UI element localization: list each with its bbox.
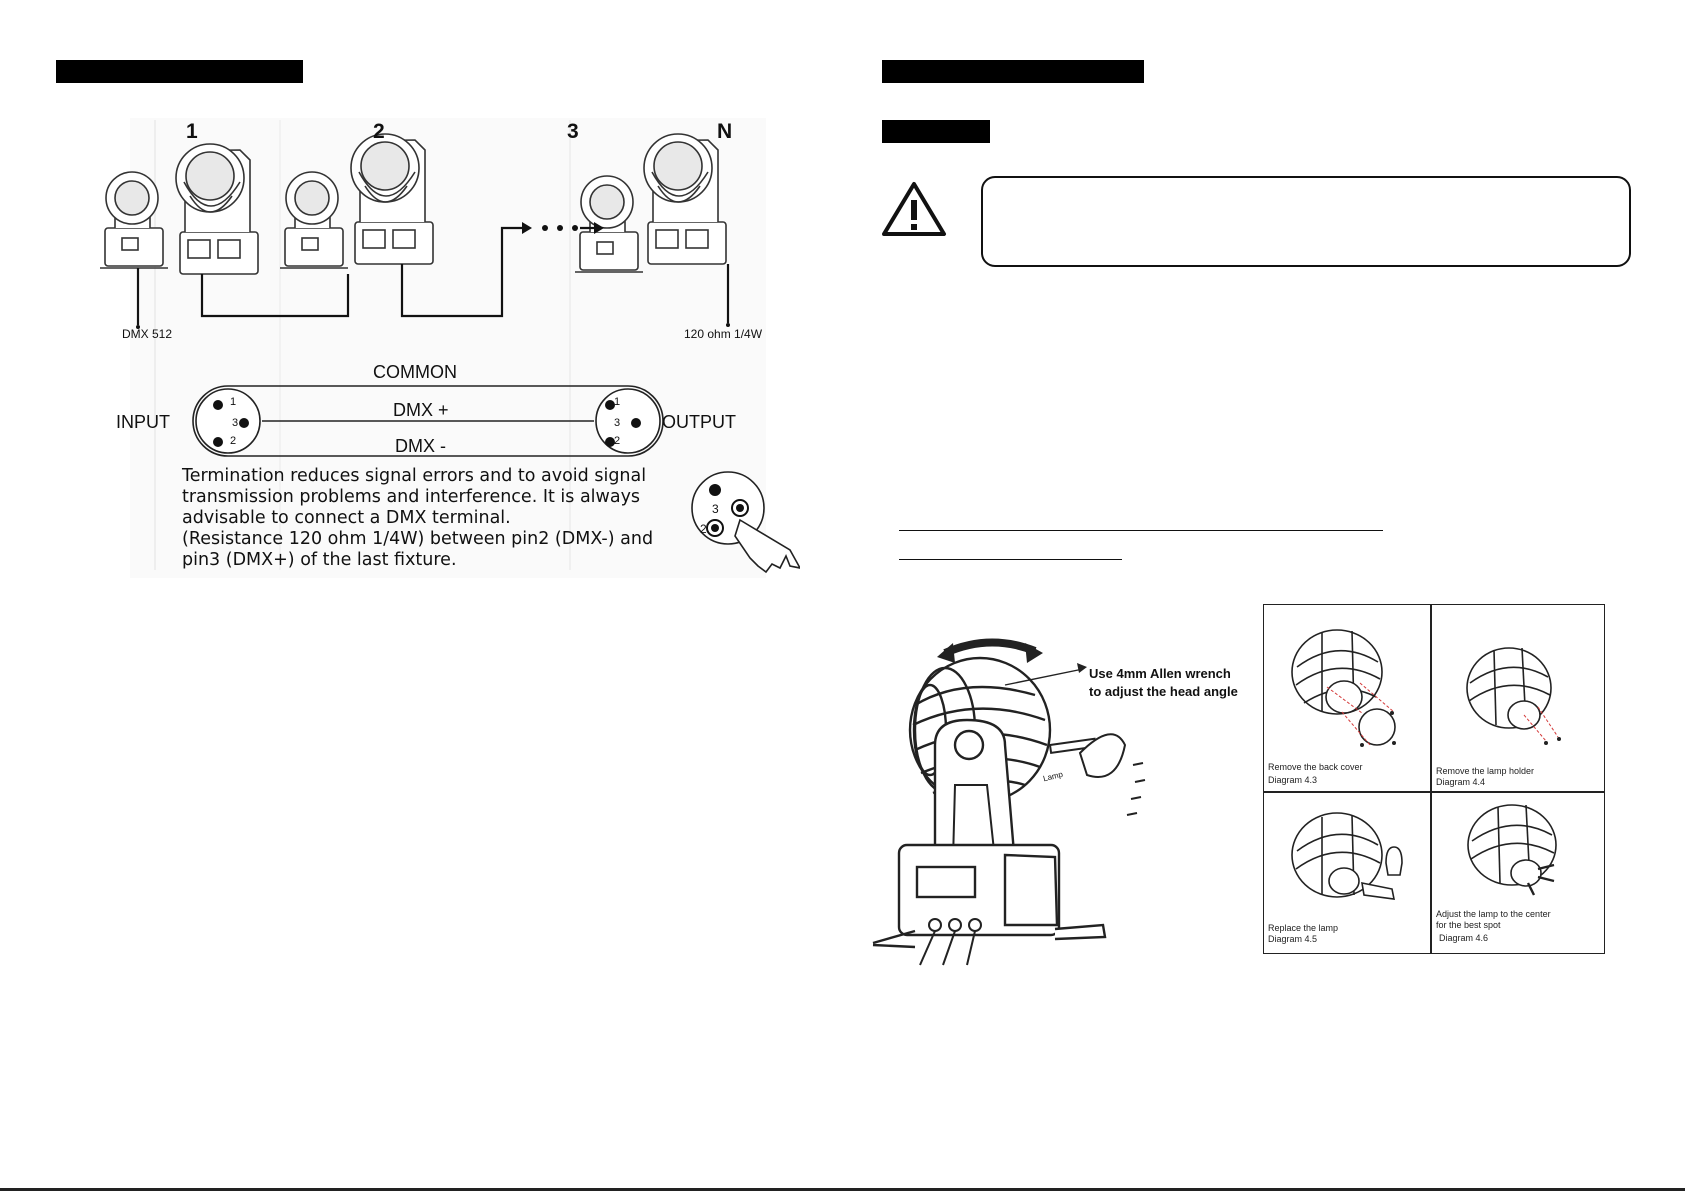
fixture-number-2: 2: [373, 120, 385, 143]
step-cell-2: Remove the lamp holder Diagram 4.4: [1432, 605, 1604, 791]
step-4-diagram-number: Diagram 4.6: [1439, 933, 1489, 943]
step-2-illustration: [1466, 647, 1561, 745]
fixture-group-n: [575, 133, 727, 273]
step-3-caption: Replace the lamp: [1268, 923, 1339, 933]
allen-wrench-callout-1: Use 4mm Allen wrench: [1089, 666, 1231, 681]
step-1-illustration: [1291, 629, 1396, 747]
output-pin3-label: 3: [614, 417, 621, 429]
chain-wiring: [136, 226, 730, 325]
dmx-minus-label: DMX -: [395, 436, 446, 456]
input-pin3-label: 3: [232, 417, 239, 429]
fixture-number-n: N: [717, 120, 733, 143]
input-pin2-label: 2: [230, 435, 237, 447]
common-label: COMMON: [373, 362, 457, 382]
note-line-1: Termination reduces signal errors and to…: [182, 466, 647, 486]
input-label: INPUT: [116, 412, 170, 432]
output-pin2-label: 2: [614, 435, 621, 447]
termination-note: Termination reduces signal errors and to…: [182, 466, 672, 571]
note-line-2: transmission problems and interference. …: [182, 487, 641, 507]
fixture-number-1: 1: [186, 120, 198, 143]
step-4-caption: Adjust the lamp to the center: [1436, 909, 1551, 919]
terminal-pin3-label: 3: [712, 502, 719, 516]
output-pin1-label: 1: [614, 396, 621, 408]
lamp-fixture-illustration: [872, 638, 1146, 966]
fixture-group-2: [280, 133, 434, 269]
note-line-5: pin3 (DMX+) of the last fixture.: [182, 550, 457, 570]
fixture-number-3: 3: [567, 120, 579, 143]
terminator-label: 120 ohm 1/4W: [684, 327, 763, 341]
terminal-pin1-label: 1: [712, 484, 719, 498]
right-subheading-bar: [882, 120, 990, 143]
warning-box: [981, 176, 1631, 267]
step-4-caption-line2: for the best spot: [1436, 920, 1501, 930]
xlr-pins: [213, 400, 749, 537]
allen-wrench-callout-2: to adjust the head angle: [1089, 684, 1238, 699]
step-1-diagram-number: Diagram 4.3: [1268, 775, 1318, 785]
step-3-diagram-number: Diagram 4.5: [1268, 934, 1318, 944]
warning-icon: [882, 182, 946, 236]
lamp-replacement-steps: Remove the back cover Diagram 4.3 Remove…: [1263, 604, 1605, 954]
terminal-pin2-label: 2: [700, 522, 707, 536]
fixture-group-1: [100, 143, 259, 275]
step-2-caption: Remove the lamp holder: [1436, 766, 1535, 776]
note-line-4: (Resistance 120 ohm 1/4W) between pin2 (…: [182, 529, 654, 549]
input-pin1-label: 1: [230, 396, 237, 408]
note-line-3: advisable to connect a DMX terminal.: [182, 508, 511, 528]
page-bottom-edge: [0, 1188, 1685, 1191]
step-3-illustration: [1291, 812, 1403, 900]
chain-arrows: [136, 222, 730, 329]
dmx-chain-diagram: [100, 118, 800, 578]
right-heading-bar: [882, 60, 1144, 83]
step-cell-1: Remove the back cover Diagram 4.3: [1264, 605, 1430, 791]
step-cell-4: Adjust the lamp to the center for the be…: [1432, 793, 1604, 953]
output-label: OUTPUT: [662, 412, 736, 432]
step-4-illustration: [1467, 804, 1557, 896]
dmx512-label: DMX 512: [122, 327, 173, 341]
step-1-caption: Remove the back cover: [1268, 762, 1363, 772]
dmx-plus-label: DMX +: [393, 400, 449, 420]
step-2-diagram-number: Diagram 4.4: [1436, 777, 1486, 787]
left-heading-bar: [56, 60, 303, 83]
underline-rule-1: [899, 530, 1383, 531]
underline-rule-2: [899, 559, 1122, 560]
step-cell-3: Replace the lamp Diagram 4.5: [1264, 793, 1430, 953]
hand-icon: [734, 518, 800, 574]
